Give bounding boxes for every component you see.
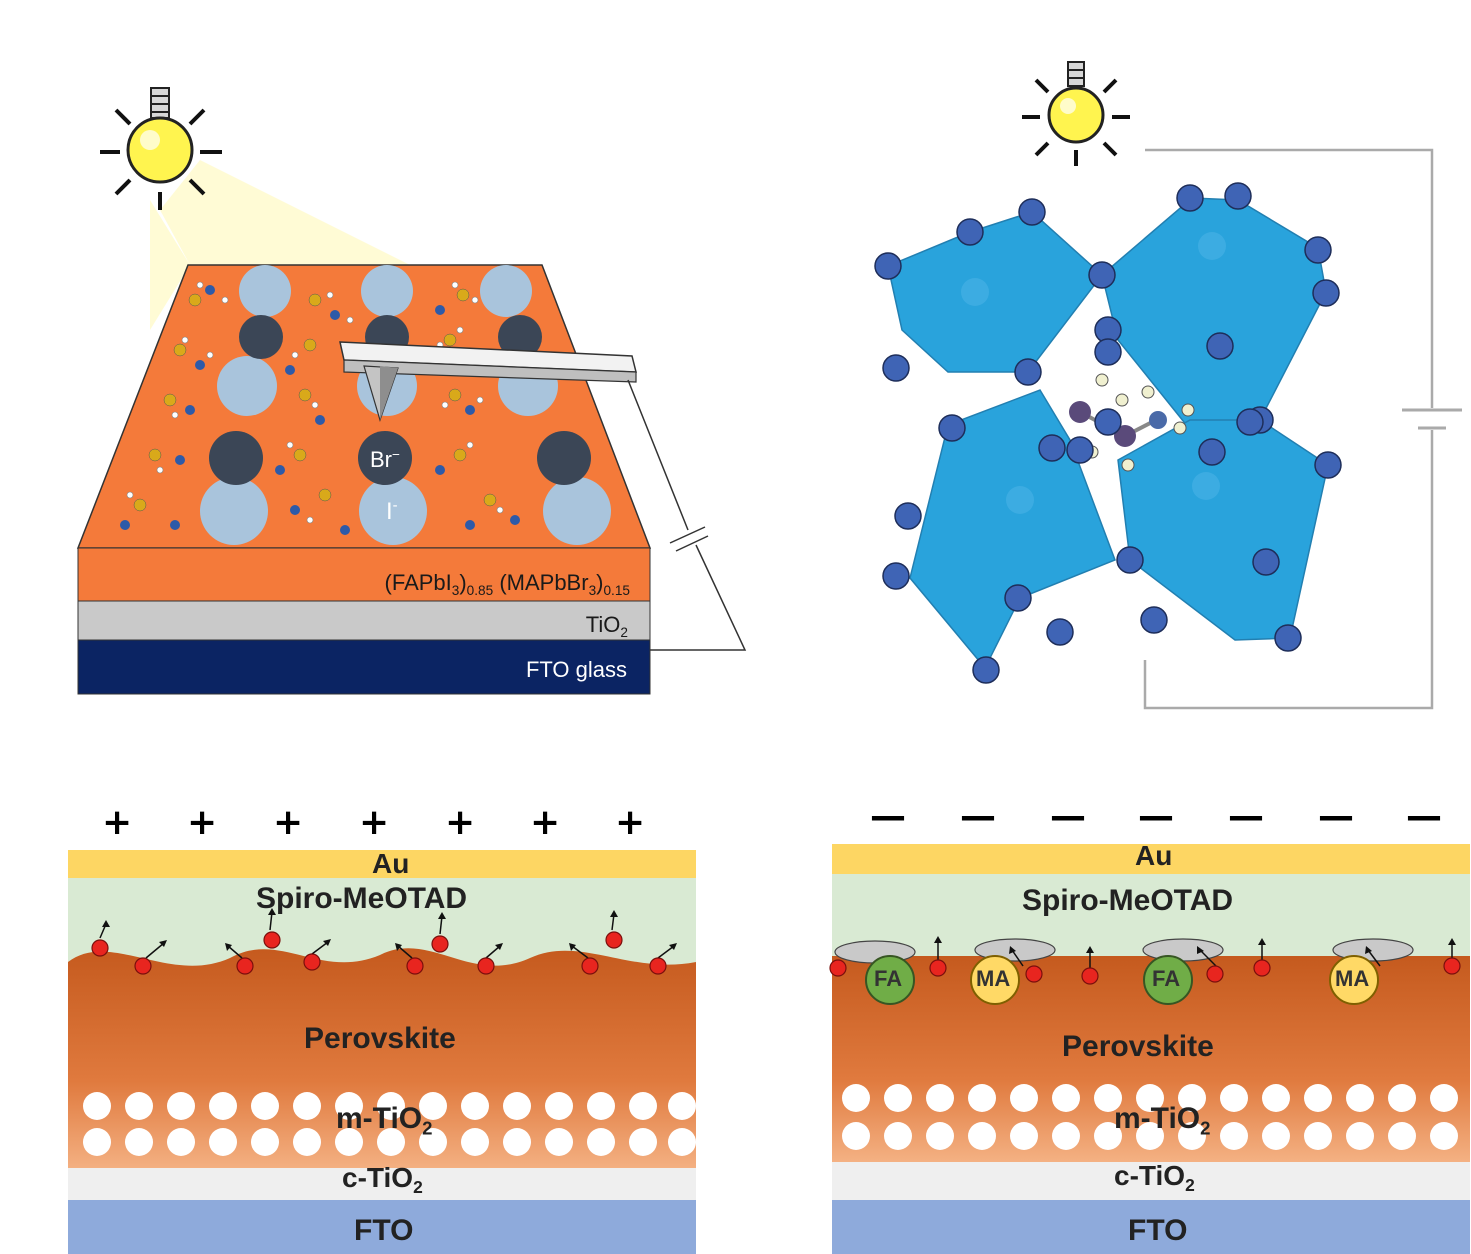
au-layer — [68, 850, 696, 878]
fto-label: FTO — [354, 1214, 414, 1247]
cation-label-fa-1: FA — [874, 966, 903, 991]
spiro-label: Spiro-MeOTAD — [1022, 884, 1234, 917]
cation-label-fa-2: FA — [1152, 966, 1181, 991]
au-label: Au — [372, 848, 410, 879]
afm-cantilever-icon — [339, 341, 637, 422]
charge-sign: — — [1228, 796, 1264, 837]
mtio2-label: m-TiO2 — [336, 1102, 433, 1139]
tio2-layer — [77, 600, 651, 641]
charge-sign: — — [960, 796, 996, 837]
pbx6-octahedra — [887, 197, 1329, 670]
charge-sign: + — [615, 802, 646, 843]
charge-sign: + — [273, 802, 304, 843]
ctio2-label: c-TiO2 — [342, 1162, 423, 1198]
light-bulb-icon — [1022, 61, 1130, 166]
fto-layer — [832, 1200, 1470, 1254]
charge-sign: + — [102, 802, 133, 843]
charge-sign: — — [870, 796, 906, 837]
panel-a: Br− I- (FAPbI3)0.85 (MAPbBr3)0.15 TiO2 F… — [0, 0, 760, 720]
mesoporous-particles — [842, 1084, 1458, 1150]
light-bulb-icon — [100, 87, 222, 210]
charge-sign: — — [1050, 796, 1086, 837]
circuit-wire — [1145, 148, 1434, 408]
ctio2-layer — [832, 1162, 1470, 1200]
light-cone-edge — [150, 200, 190, 330]
pb-centers — [961, 232, 1226, 514]
battery-plate-short — [675, 535, 709, 552]
fto-layer — [68, 1200, 696, 1254]
perovskite-layer — [77, 547, 651, 602]
cation-fa-1 — [865, 955, 915, 1005]
organic-molecule — [1069, 373, 1195, 472]
mesoporous-particles — [83, 1092, 696, 1156]
ctio2-label: c-TiO2 — [1114, 1160, 1195, 1196]
au-layer — [832, 844, 1470, 874]
au-label: Au — [1135, 840, 1173, 871]
ion-label-br: Br− — [370, 447, 400, 473]
panel-b — [840, 0, 1471, 720]
charge-sign: — — [1318, 796, 1354, 837]
panel-c: + + + + + + + — [0, 790, 760, 1254]
tio2-layer-label: TiO2 — [585, 612, 628, 640]
panel-d: — — — — — — — — [820, 790, 1471, 1254]
cation-ma-1 — [970, 955, 1020, 1005]
halide-atoms — [874, 182, 1342, 684]
charge-sign: + — [359, 802, 390, 843]
charge-sign: — — [1406, 796, 1442, 837]
bromide-ions — [209, 315, 591, 485]
charge-sign: + — [187, 802, 218, 843]
charge-sign: + — [445, 802, 476, 843]
perovskite-layer-label: (FAPbI3)0.85 (MAPbBr3)0.15 — [384, 570, 630, 598]
fto-layer-label: FTO glass — [525, 657, 627, 682]
ion-label-i: I- — [386, 498, 398, 525]
mobile-ions — [829, 936, 1461, 985]
perovskite-label: Perovskite — [1062, 1030, 1214, 1063]
circuit-wire — [627, 379, 689, 531]
mtio2-label: m-TiO2 — [1114, 1102, 1211, 1139]
charge-sign: — — [1138, 796, 1174, 837]
perovskite-label: Perovskite — [304, 1022, 456, 1055]
cation-label-ma-2: MA — [1335, 966, 1370, 991]
ctio2-layer — [68, 1168, 696, 1200]
battery-plate-long — [669, 526, 706, 544]
spiro-label: Spiro-MeOTAD — [256, 882, 468, 915]
organic-cations — [133, 288, 497, 512]
charge-sign: + — [530, 802, 561, 843]
panel-c-stack — [68, 850, 696, 1254]
cation-label-ma-1: MA — [976, 966, 1011, 991]
panel-a-illustration — [76, 87, 747, 695]
panel-d-stack — [829, 844, 1470, 1254]
nitrogen-atoms — [120, 285, 520, 535]
mobile-ions — [91, 908, 677, 975]
fto-layer — [77, 639, 651, 695]
cation-ma-2 — [1329, 955, 1379, 1005]
circuit-wire-lower — [650, 544, 747, 651]
fto-label: FTO — [1128, 1214, 1188, 1247]
cation-fa-2 — [1143, 955, 1193, 1005]
light-cone — [160, 160, 410, 265]
panel-b-illustration — [874, 61, 1462, 710]
circuit-wire-lower — [1143, 430, 1434, 710]
